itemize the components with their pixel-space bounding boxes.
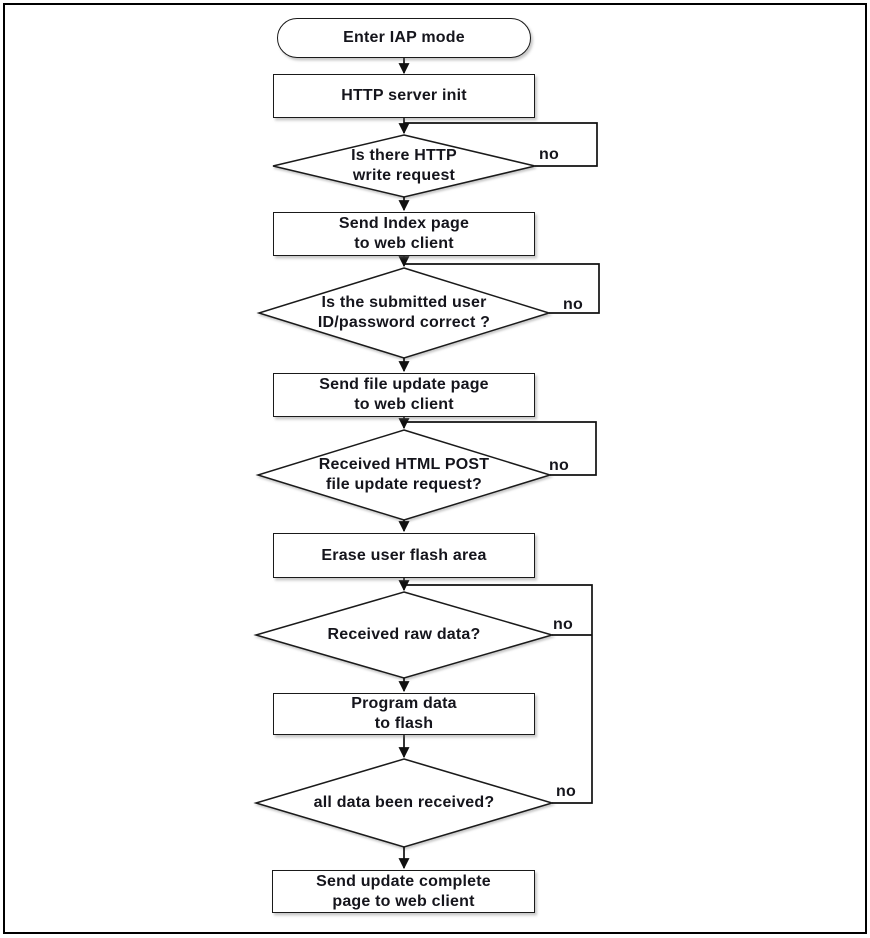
process-label: HTTP server init bbox=[341, 87, 467, 104]
process-label: Send update complete page to web client bbox=[316, 872, 491, 910]
branch-label-no-2: no bbox=[563, 296, 583, 313]
process-label: Send file update page to web client bbox=[319, 376, 489, 413]
loop-no-http-write-request bbox=[404, 122, 598, 167]
loop-no-id-password-correct bbox=[404, 263, 600, 314]
decision-label-http-write-request: Is there HTTP write request bbox=[351, 147, 457, 184]
terminator-label: Enter IAP mode bbox=[343, 29, 465, 46]
process-erase-user-flash: Erase user flash area bbox=[273, 533, 535, 578]
branch-label-no-5: no bbox=[556, 783, 576, 800]
process-label: Program data to flash bbox=[351, 695, 457, 732]
terminator-enter-iap-mode: Enter IAP mode bbox=[277, 18, 531, 58]
decision-label-received-html-post: Received HTML POST file update request? bbox=[318, 456, 490, 493]
loop-no-received-html-post bbox=[404, 421, 597, 476]
branch-label-no-4: no bbox=[553, 616, 573, 633]
branch-label-no-3: no bbox=[549, 457, 569, 474]
loop-no-all-data-received bbox=[404, 584, 593, 804]
process-send-update-complete: Send update complete page to web client bbox=[272, 870, 535, 913]
process-label: Erase user flash area bbox=[321, 546, 487, 564]
process-program-data: Program data to flash bbox=[273, 693, 535, 735]
process-send-index-page: Send Index page to web client bbox=[273, 212, 535, 256]
branch-label-no-1: no bbox=[539, 146, 559, 163]
process-send-file-update-page: Send file update page to web client bbox=[273, 373, 535, 417]
process-label: Send Index page to web client bbox=[338, 215, 470, 252]
decision-label-id-password-correct: Is the submitted user ID/password correc… bbox=[317, 294, 491, 331]
decision-label-all-data-received: all data been received? bbox=[313, 794, 495, 811]
process-http-server-init: HTTP server init bbox=[273, 74, 535, 118]
decision-label-received-raw-data: Received raw data? bbox=[327, 626, 481, 643]
